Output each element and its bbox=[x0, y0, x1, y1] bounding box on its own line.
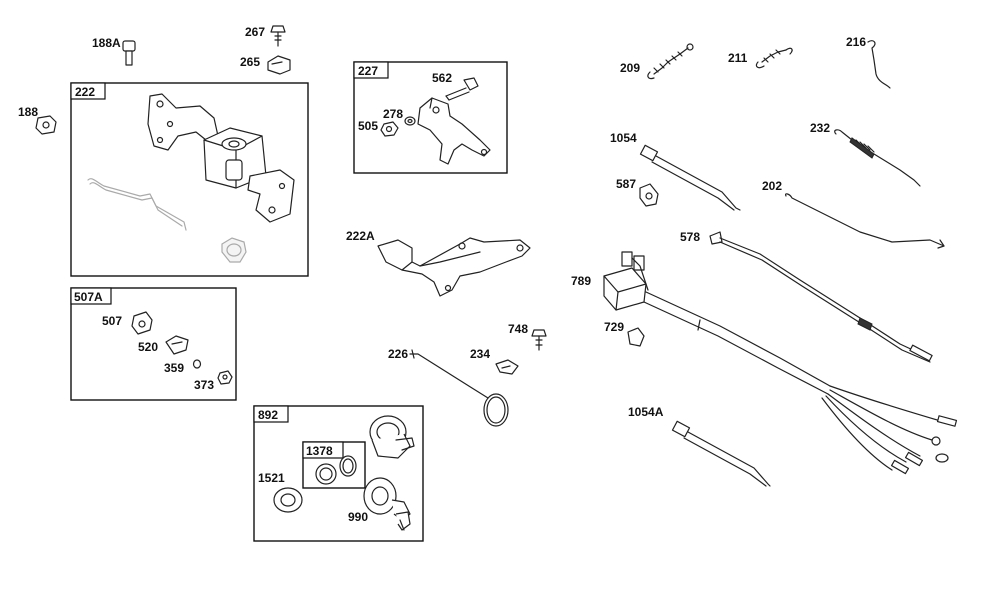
label-202: 202 bbox=[762, 179, 782, 193]
bezel-1521-drawing bbox=[273, 487, 303, 513]
label-188A: 188A bbox=[92, 36, 121, 50]
bracket-222A-drawing bbox=[377, 237, 531, 297]
washer-359-drawing bbox=[192, 359, 202, 369]
group-892: 892 bbox=[253, 405, 424, 542]
group-1378: 1378 bbox=[302, 441, 366, 489]
key-switch-990-drawing bbox=[363, 477, 411, 531]
label-578: 578 bbox=[680, 230, 700, 244]
label-1054: 1054 bbox=[610, 131, 637, 145]
washer-278-drawing bbox=[404, 116, 416, 126]
label-373: 373 bbox=[194, 378, 214, 392]
group-507A-label: 507A bbox=[74, 290, 103, 304]
label-748: 748 bbox=[508, 322, 528, 336]
cable-tie-1054A-drawing bbox=[671, 420, 771, 487]
nut-505-drawing bbox=[380, 121, 399, 137]
clip-520-drawing bbox=[165, 335, 189, 355]
label-505: 505 bbox=[358, 119, 378, 133]
label-520: 520 bbox=[138, 340, 158, 354]
bolt-748-drawing bbox=[531, 329, 547, 351]
clamp-507-drawing bbox=[131, 311, 153, 335]
rod-216-drawing bbox=[867, 40, 891, 89]
screw-267-drawing bbox=[270, 25, 286, 47]
label-507: 507 bbox=[102, 314, 122, 328]
ignition-switch-892-drawing bbox=[369, 415, 415, 459]
nut-373-drawing bbox=[217, 370, 233, 385]
label-209: 209 bbox=[620, 61, 640, 75]
label-789: 789 bbox=[571, 274, 591, 288]
cable-tie-1054-drawing bbox=[639, 144, 741, 211]
lever-227-drawing bbox=[417, 97, 491, 165]
label-265: 265 bbox=[240, 55, 260, 69]
spring-209-drawing bbox=[647, 43, 694, 80]
spring-211-drawing bbox=[755, 47, 793, 69]
wiring-harness-789-drawing bbox=[603, 251, 958, 475]
group-222: 222 bbox=[70, 82, 309, 277]
clip-234-drawing bbox=[495, 359, 519, 375]
group-227: 227 bbox=[353, 61, 508, 174]
group-507A: 507A bbox=[70, 287, 237, 401]
nut-1378-drawing bbox=[315, 455, 357, 485]
rod-226-drawing bbox=[409, 349, 509, 427]
label-729: 729 bbox=[604, 320, 624, 334]
label-587: 587 bbox=[616, 177, 636, 191]
label-211: 211 bbox=[728, 51, 748, 65]
label-562: 562 bbox=[432, 71, 452, 85]
bolt-188A-drawing bbox=[122, 40, 136, 66]
rod-202-drawing bbox=[785, 193, 945, 249]
group-892-label: 892 bbox=[258, 408, 278, 422]
label-267: 267 bbox=[245, 25, 265, 39]
label-234: 234 bbox=[470, 347, 490, 361]
label-1521: 1521 bbox=[258, 471, 285, 485]
nut-188-drawing bbox=[35, 115, 57, 135]
group-1378-label: 1378 bbox=[306, 444, 333, 458]
label-216: 216 bbox=[846, 35, 866, 49]
label-990: 990 bbox=[348, 510, 368, 524]
label-1054A: 1054A bbox=[628, 405, 664, 419]
label-232: 232 bbox=[810, 121, 830, 135]
clip-729-drawing bbox=[627, 327, 645, 347]
label-188: 188 bbox=[18, 105, 38, 119]
label-278: 278 bbox=[383, 107, 403, 121]
clip-265-drawing bbox=[267, 55, 291, 75]
label-359: 359 bbox=[164, 361, 184, 375]
group-227-label: 227 bbox=[358, 64, 378, 78]
bracket-assembly-222-drawing bbox=[87, 93, 295, 263]
group-222-label: 222 bbox=[75, 85, 95, 99]
bolt-562-drawing bbox=[445, 77, 479, 101]
label-222A: 222A bbox=[346, 229, 375, 243]
wire-578-drawing bbox=[709, 231, 933, 363]
label-226: 226 bbox=[388, 347, 408, 361]
clip-587-drawing bbox=[639, 183, 659, 207]
spring-232-drawing bbox=[834, 129, 921, 187]
